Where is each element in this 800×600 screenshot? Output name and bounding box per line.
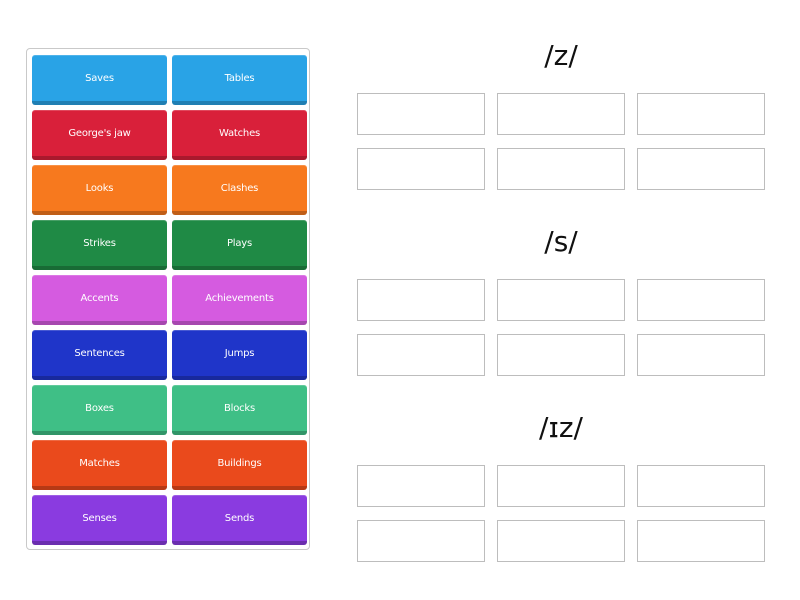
drop-slot[interactable] [497, 93, 625, 135]
drop-slot[interactable] [637, 465, 765, 507]
word-tile[interactable]: Sends [172, 495, 307, 545]
word-tile[interactable]: Jumps [172, 330, 307, 380]
slot-grid [357, 279, 765, 376]
slot-grid [357, 93, 765, 190]
drop-slot[interactable] [637, 520, 765, 562]
drop-slot[interactable] [357, 148, 485, 190]
word-tile[interactable]: Achievements [172, 275, 307, 325]
drop-slot[interactable] [637, 93, 765, 135]
word-tile[interactable]: Watches [172, 110, 307, 160]
drop-slot[interactable] [497, 148, 625, 190]
drop-slot[interactable] [357, 520, 485, 562]
group-title: /z/ [544, 39, 578, 72]
word-tile[interactable]: Clashes [172, 165, 307, 215]
word-tile[interactable]: Strikes [32, 220, 167, 270]
drop-slot[interactable] [497, 465, 625, 507]
drop-slot[interactable] [357, 465, 485, 507]
word-tile[interactable]: Tables [172, 55, 307, 105]
word-tile[interactable]: George's jaw [32, 110, 167, 160]
word-tile[interactable]: Sentences [32, 330, 167, 380]
drop-slot[interactable] [637, 148, 765, 190]
word-tile[interactable]: Saves [32, 55, 167, 105]
word-tile[interactable]: Accents [32, 275, 167, 325]
slot-grid [357, 465, 765, 562]
drop-slot[interactable] [637, 279, 765, 321]
drop-slot[interactable] [497, 520, 625, 562]
drop-slot[interactable] [497, 334, 625, 376]
group-title: /ɪz/ [539, 411, 583, 444]
word-tile[interactable]: Looks [32, 165, 167, 215]
group-title: /s/ [544, 225, 578, 258]
word-tile[interactable]: Boxes [32, 385, 167, 435]
drop-slot[interactable] [357, 279, 485, 321]
drop-slot[interactable] [637, 334, 765, 376]
drop-slot[interactable] [357, 334, 485, 376]
word-tile[interactable]: Plays [172, 220, 307, 270]
word-tile[interactable]: Senses [32, 495, 167, 545]
word-tile[interactable]: Matches [32, 440, 167, 490]
word-tile[interactable]: Blocks [172, 385, 307, 435]
word-tile[interactable]: Buildings [172, 440, 307, 490]
drop-slot[interactable] [497, 279, 625, 321]
drop-slot[interactable] [357, 93, 485, 135]
